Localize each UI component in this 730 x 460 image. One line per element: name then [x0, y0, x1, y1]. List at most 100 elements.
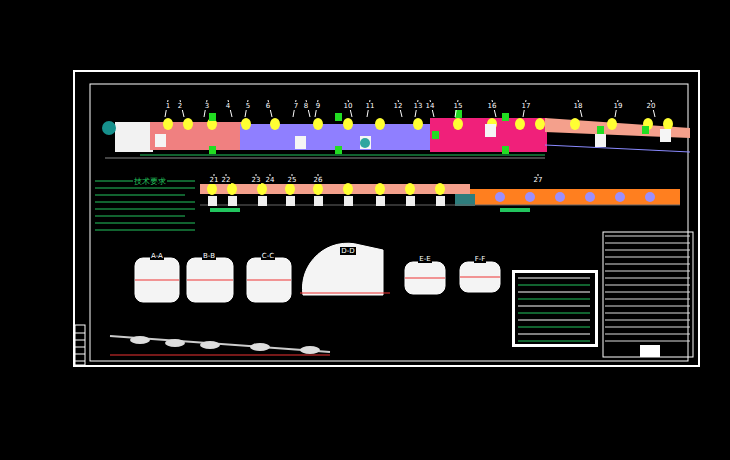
label-holder: 5 [245, 93, 251, 112]
layout-line [110, 336, 330, 352]
layout-base [110, 355, 330, 356]
section-label: B-B [202, 252, 216, 260]
support-leg [295, 136, 306, 149]
idler-roller [343, 183, 353, 195]
label-holder: 21 [209, 167, 220, 186]
label-holder: 23 [251, 167, 262, 186]
title-row [605, 271, 690, 272]
label-holder: A-A [150, 243, 164, 262]
callout-number: 4 [225, 102, 231, 110]
idler-roller [570, 118, 580, 130]
callout-number: 13 [413, 102, 424, 110]
label-holder: 12 [393, 93, 404, 112]
callout-number: 1 [165, 102, 171, 110]
title-grid [75, 333, 85, 334]
title-row [605, 250, 690, 251]
note-line [95, 223, 195, 224]
green-bracket [209, 113, 216, 121]
title-row [605, 264, 690, 265]
callout-number: 27 [533, 176, 544, 184]
label-holder: C-C [261, 243, 275, 262]
green-bracket [335, 113, 342, 121]
drive-unit [360, 138, 370, 148]
section-label: A-A [150, 252, 164, 260]
note-line [95, 195, 185, 196]
table-row [518, 278, 590, 279]
idler-roller [413, 118, 423, 130]
callout-number: 16 [487, 102, 498, 110]
green-bracket [432, 131, 439, 139]
title-row [605, 285, 690, 286]
note-line [95, 216, 185, 217]
tail-pulley [455, 194, 475, 206]
idler-roller [241, 118, 251, 130]
label-holder: 15 [453, 93, 464, 112]
label-holder: 9 [315, 93, 321, 112]
layout-element [200, 341, 220, 349]
idler-roller [313, 118, 323, 130]
idler-roller [515, 118, 525, 130]
support-leg [208, 196, 217, 206]
label-holder: B-B [202, 243, 216, 262]
section-label: F-F [474, 255, 487, 263]
label-holder: 18 [573, 93, 584, 112]
title-row [605, 278, 690, 279]
callout-number: 19 [613, 102, 624, 110]
layout-element [165, 339, 185, 347]
idler-roller [313, 183, 323, 195]
center-line [300, 293, 390, 294]
idler-roller [663, 118, 673, 130]
callout-number: 6 [265, 102, 271, 110]
table-row [518, 334, 590, 335]
label-holder: D-D [340, 238, 355, 257]
label-holder: 2 [177, 93, 183, 112]
label-holder: 7 [293, 93, 299, 112]
title-row [605, 236, 690, 237]
magenta-section [430, 118, 547, 152]
support-leg [360, 136, 371, 149]
table-row [518, 313, 590, 314]
idler-roller [405, 183, 415, 195]
callout-number: 26 [313, 176, 324, 184]
callout-number: 14 [425, 102, 436, 110]
green-bracket [209, 146, 216, 154]
label-holder: 10 [343, 93, 354, 112]
support-leg [376, 196, 385, 206]
table-row [518, 327, 590, 328]
return-roller [585, 192, 595, 202]
head-pulley [102, 121, 116, 135]
dimension-mark [500, 208, 530, 212]
return-roller [555, 192, 565, 202]
section-view [302, 243, 383, 295]
section-view [405, 262, 445, 294]
note-line [95, 209, 195, 210]
layout-element [300, 346, 320, 354]
idler-roller [257, 183, 267, 195]
label-holder: 14 [425, 93, 436, 112]
table-row [518, 320, 590, 321]
title-row [605, 257, 690, 258]
idler-roller [535, 118, 545, 130]
idler-roller [453, 118, 463, 130]
table-row [518, 299, 590, 300]
label-holder: 25 [287, 167, 298, 186]
title-row [605, 243, 690, 244]
idler-roller [207, 183, 217, 195]
callout-number: 7 [293, 102, 299, 110]
section-view [187, 258, 233, 302]
callout-number: 12 [393, 102, 404, 110]
callout-number: 18 [573, 102, 584, 110]
label-holder: 22 [221, 167, 232, 186]
title-grid [75, 340, 85, 341]
idler-roller [227, 183, 237, 195]
support-leg [258, 196, 267, 206]
notes-heading: 技术要求 [133, 177, 167, 186]
section-label: D-D [340, 247, 355, 255]
title-row [605, 341, 690, 342]
label-holder: 19 [613, 93, 624, 112]
title-block [603, 232, 693, 357]
table-row [518, 306, 590, 307]
idler-roller [163, 118, 173, 130]
idler-roller [285, 183, 295, 195]
